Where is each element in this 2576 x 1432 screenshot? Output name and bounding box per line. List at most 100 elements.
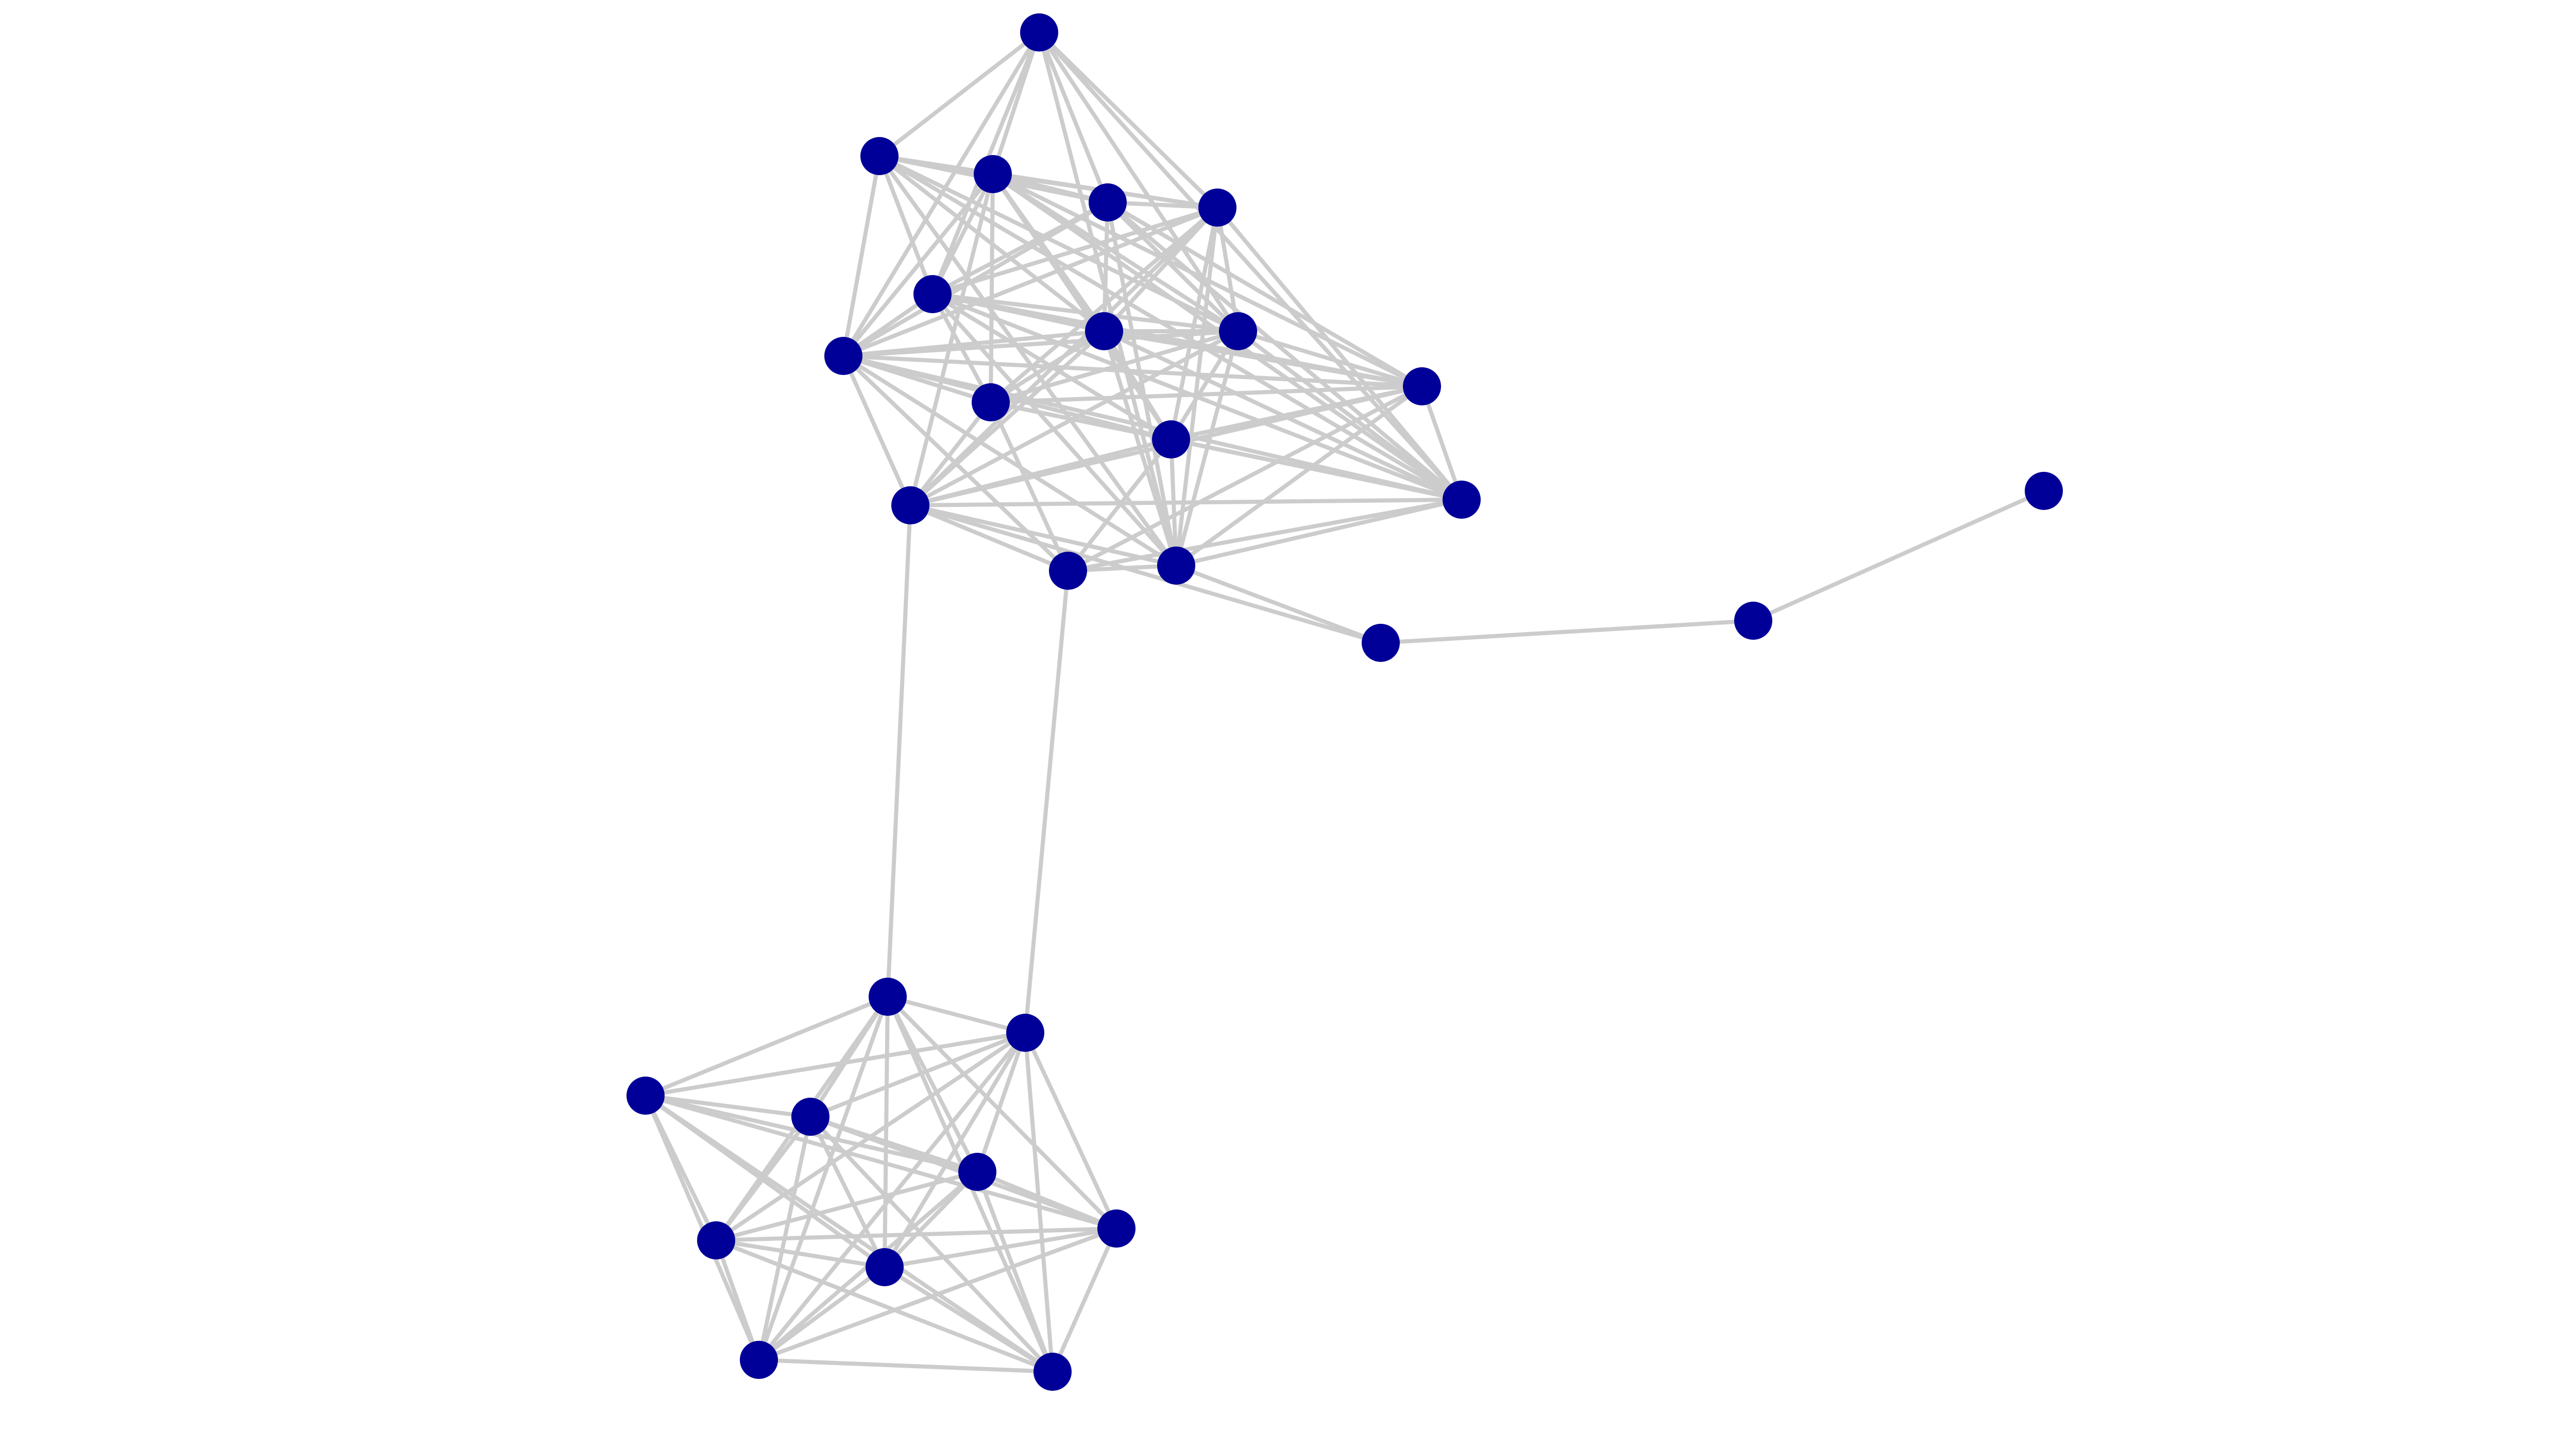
graph-edge bbox=[1175, 564, 1382, 645]
graph-edge bbox=[715, 1170, 978, 1242]
graph-edge bbox=[645, 1094, 1117, 1231]
graph-node bbox=[1443, 481, 1481, 519]
graph-edge bbox=[990, 329, 1239, 404]
graph-edge bbox=[1038, 31, 1219, 209]
graph-edge bbox=[909, 503, 1069, 573]
graph-edge bbox=[1171, 437, 1462, 502]
graph-edge bbox=[808, 1116, 887, 1268]
graph-edge bbox=[1215, 206, 1464, 501]
graph-edge bbox=[883, 1031, 1027, 1269]
graph-edge bbox=[886, 995, 1118, 1230]
graph-edge bbox=[975, 1032, 1027, 1173]
graph-node bbox=[1219, 312, 1257, 350]
graph-edge bbox=[809, 1115, 1054, 1373]
graph-edge bbox=[878, 30, 1041, 158]
graph-edge bbox=[910, 437, 1172, 507]
graph-edge bbox=[645, 995, 889, 1098]
graph-node bbox=[1033, 1353, 1072, 1391]
graph-edge bbox=[931, 206, 1218, 296]
graph-edge bbox=[1174, 207, 1219, 566]
graph-edge bbox=[884, 1226, 1117, 1269]
graph-edge bbox=[910, 498, 1462, 507]
graph-edge bbox=[886, 505, 912, 997]
graph-edge bbox=[1050, 1228, 1118, 1373]
graph-edge bbox=[842, 354, 1070, 572]
graph-edge bbox=[1169, 207, 1219, 440]
graph-edge bbox=[1380, 619, 1754, 645]
graph-node bbox=[869, 978, 907, 1016]
graph-edge bbox=[932, 292, 1239, 333]
graph-node bbox=[1097, 1209, 1136, 1248]
graph-edge bbox=[1104, 329, 1422, 388]
graph-node bbox=[1734, 602, 1772, 640]
graph-node bbox=[1085, 312, 1123, 350]
graph-edge bbox=[1237, 329, 1423, 388]
graph-edge bbox=[1236, 329, 1463, 502]
graph-node bbox=[958, 1153, 996, 1191]
graph-edge bbox=[1038, 31, 1463, 501]
graph-edge bbox=[758, 1358, 1053, 1374]
graph-edge bbox=[1752, 489, 2045, 623]
graph-edge bbox=[976, 1170, 1117, 1231]
graph-edge bbox=[1102, 202, 1110, 332]
graph-edge bbox=[1420, 385, 1464, 501]
graph-edge bbox=[1106, 201, 1240, 333]
graph-edge bbox=[809, 1031, 1026, 1119]
graph-edge bbox=[716, 1226, 1117, 1242]
graph-node bbox=[1006, 1014, 1044, 1052]
graph-edge bbox=[645, 1094, 811, 1119]
graph-edge bbox=[908, 174, 995, 506]
graph-edge bbox=[989, 401, 1070, 572]
graph-edge bbox=[843, 354, 1422, 388]
graph-edge bbox=[1067, 384, 1423, 573]
graph-edge bbox=[1037, 31, 1110, 203]
graph-node bbox=[1049, 552, 1087, 590]
graph-edge bbox=[716, 1238, 885, 1269]
graph-edge bbox=[842, 354, 1178, 568]
graph-edge bbox=[757, 1265, 886, 1362]
graph-edge bbox=[1176, 498, 1462, 568]
graph-edge bbox=[989, 174, 995, 403]
graph-node bbox=[1362, 624, 1400, 662]
graph-edge bbox=[1215, 207, 1240, 332]
graph-edge bbox=[909, 503, 1382, 645]
graph-edge bbox=[1175, 384, 1423, 568]
edge-layer bbox=[643, 30, 2045, 1374]
graph-node bbox=[824, 337, 862, 375]
graph-node bbox=[1089, 183, 1127, 221]
graph-node bbox=[1403, 367, 1441, 405]
graph-edge bbox=[910, 503, 1177, 568]
graph-edge bbox=[1037, 32, 1178, 566]
graph-edge bbox=[715, 1238, 1054, 1374]
graph-node bbox=[697, 1221, 735, 1259]
graph-edge bbox=[877, 155, 935, 295]
graph-edge bbox=[990, 384, 1422, 404]
graph-node bbox=[791, 1098, 829, 1136]
graph-edge bbox=[843, 329, 1239, 358]
node-layer bbox=[626, 13, 2063, 1391]
graph-node bbox=[913, 275, 952, 313]
graph-node bbox=[972, 383, 1010, 421]
graph-edge bbox=[1023, 570, 1070, 1033]
graph-node bbox=[1152, 420, 1190, 458]
graph-node bbox=[974, 155, 1012, 193]
graph-edge bbox=[714, 1239, 761, 1361]
graph-edge bbox=[843, 354, 1462, 502]
graph-edge bbox=[883, 996, 890, 1268]
graph-node bbox=[626, 1077, 665, 1115]
graph-edge bbox=[989, 206, 1219, 404]
graph-edge bbox=[1023, 1032, 1118, 1230]
graph-edge bbox=[975, 1171, 1055, 1373]
graph-edge bbox=[930, 173, 995, 295]
graph-edge bbox=[758, 1226, 1117, 1362]
graph-node bbox=[2025, 472, 2063, 510]
graph-node bbox=[891, 486, 929, 524]
graph-edge bbox=[645, 1031, 1026, 1098]
graph-node bbox=[866, 1248, 904, 1286]
graph-node bbox=[1198, 189, 1236, 227]
graph-edge bbox=[842, 206, 1218, 358]
graph-edge bbox=[887, 995, 1026, 1035]
graph-edge bbox=[841, 173, 995, 357]
graph-edge bbox=[714, 1115, 812, 1242]
graph-node bbox=[1157, 547, 1195, 585]
